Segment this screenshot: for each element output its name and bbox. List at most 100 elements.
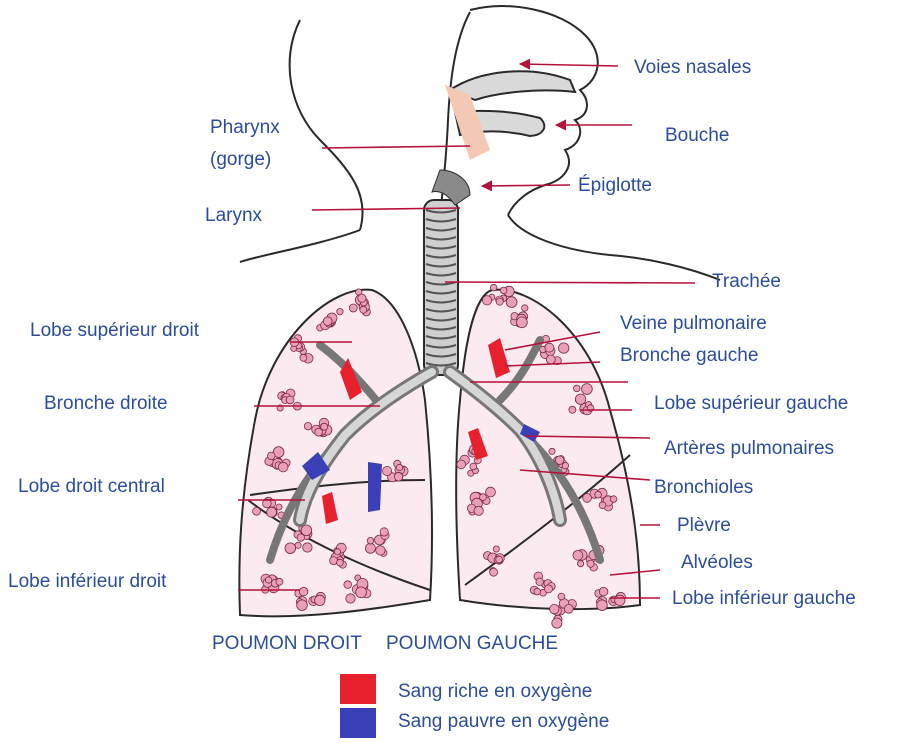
alveolus (285, 543, 296, 554)
alveolus (546, 355, 555, 364)
label-bronchioles: Bronchioles (654, 478, 753, 497)
alveolus (276, 504, 282, 510)
legend-label-oxygen-poor: Sang pauvre en oxygène (398, 712, 609, 731)
alveolus (303, 543, 312, 552)
alveolus (265, 577, 271, 583)
alveolus (583, 494, 592, 503)
alveolus (394, 473, 402, 481)
alveolus (496, 298, 503, 305)
alveolus (383, 466, 392, 475)
alveolus (337, 559, 344, 566)
label-nasal: Voies nasales (634, 58, 751, 77)
label-pharynx: Pharynx (210, 118, 280, 137)
legend-swatch-oxygen-poor (340, 708, 376, 738)
alveolus (457, 460, 466, 469)
alveolus (349, 304, 357, 312)
trachea-drawing (424, 170, 470, 375)
alveolus (545, 343, 554, 352)
label-left-lower-lobe: Lobe inférieur gauche (672, 589, 856, 608)
alveolus (517, 317, 528, 328)
alveolus (574, 385, 581, 392)
alveolus (470, 463, 477, 470)
alveolus (587, 560, 594, 567)
alveolus (559, 343, 569, 353)
label-trachea: Trachée (712, 272, 781, 291)
alveolus (480, 494, 487, 501)
alveolus (253, 507, 261, 515)
pointer-pharynx (322, 146, 470, 148)
alveolus (599, 587, 608, 596)
alveolus (315, 595, 325, 605)
alveolus (297, 600, 308, 611)
alveolus (556, 456, 564, 464)
alveolus (578, 561, 584, 567)
alveolus (610, 496, 617, 503)
alveolus (490, 568, 498, 576)
alveolus (267, 507, 277, 517)
alveolus (358, 294, 366, 302)
alveolus (582, 384, 593, 395)
alveolus (550, 604, 559, 613)
alveolus (536, 578, 544, 586)
alveolus (564, 604, 573, 613)
alveolus (396, 464, 402, 470)
alveolus (595, 491, 602, 498)
alveolus (376, 546, 385, 555)
label-mouth: Bouche (665, 126, 729, 145)
alveolus (286, 396, 294, 404)
alveolus (493, 546, 499, 552)
legend-label-oxygen-rich: Sang riche en oxygène (398, 682, 592, 701)
caption-left-lung: POUMON GAUCHE (386, 634, 558, 653)
alveolus (337, 309, 343, 315)
alveolus (268, 452, 276, 460)
alveolus (367, 537, 374, 544)
alveolus (360, 306, 367, 313)
label-alveoli: Alvéoles (681, 553, 753, 572)
alveolus (575, 394, 585, 404)
alveolus (380, 528, 388, 536)
label-right-upper-lobe: Lobe supérieur droit (30, 321, 199, 340)
pointer-epiglottis (482, 185, 570, 186)
alveolus (490, 284, 497, 291)
label-pharynx-gorge: (gorge) (210, 150, 271, 169)
alveolus (300, 354, 307, 361)
alveolus (315, 428, 323, 436)
alveolus (344, 581, 352, 589)
label-epiglottis: Épiglotte (578, 176, 652, 195)
label-left-bronchus: Bronche gauche (620, 346, 758, 365)
alveolus (552, 618, 562, 628)
pointer-nasal (520, 64, 618, 66)
alveolus (500, 287, 507, 294)
alveolus (569, 406, 576, 413)
alveolus (597, 600, 608, 611)
pointer-trachea (445, 282, 695, 283)
label-pulmonary-arteries: Artères pulmonaires (664, 439, 834, 458)
alveolus (365, 543, 375, 553)
label-right-middle-lobe: Lobe droit central (18, 477, 165, 496)
alveolus (522, 305, 528, 311)
alveolus (323, 317, 332, 326)
vessel-blue-2 (368, 462, 382, 512)
alveolus (506, 297, 517, 308)
legend-swatch-oxygen-rich (340, 674, 376, 704)
alveolus (304, 423, 311, 430)
alveolus (534, 588, 541, 595)
alveolus (496, 556, 503, 563)
alveolus (549, 448, 555, 454)
alveolus (545, 585, 553, 593)
alveolus (573, 550, 583, 560)
alveolus (278, 462, 288, 472)
alveolus (482, 296, 491, 305)
label-larynx: Larynx (205, 206, 262, 225)
alveolus (356, 587, 367, 598)
alveolus (297, 534, 304, 541)
label-pleura: Plèvre (677, 516, 731, 535)
alveolus (615, 595, 625, 605)
alveolus (474, 506, 483, 515)
label-right-bronchus: Bronche droite (44, 394, 168, 413)
alveolus (334, 549, 340, 555)
alveolus (562, 462, 568, 468)
alveolus (486, 487, 496, 497)
